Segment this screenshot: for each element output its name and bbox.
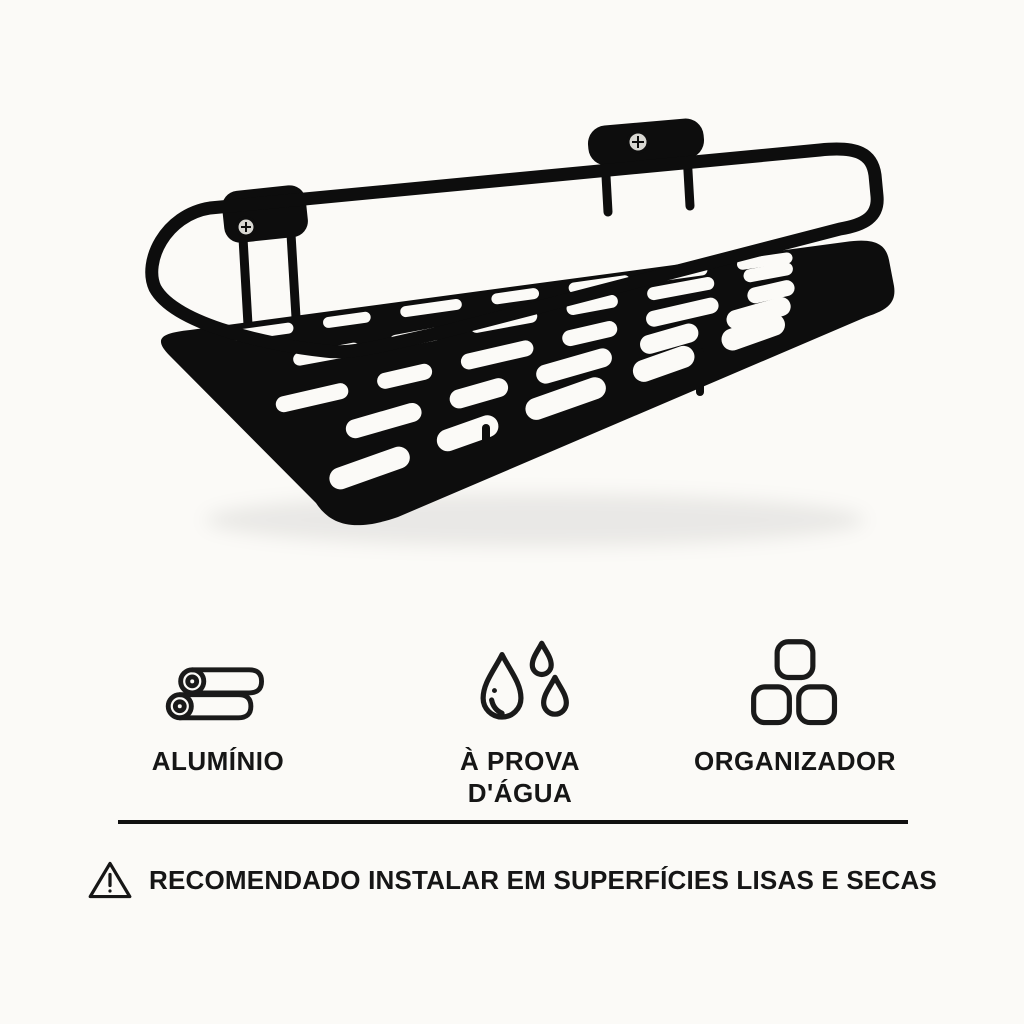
shelf-photo	[145, 118, 895, 546]
feature-organizer: ORGANIZADOR	[635, 632, 955, 778]
organizer-squares-icon	[748, 632, 842, 732]
rail-support-posts	[482, 348, 704, 474]
shelf-guard-rail	[145, 142, 884, 359]
shelf-shadow	[205, 494, 865, 546]
left-mount-bracket	[222, 185, 308, 243]
feature-label-aluminum: ALUMÍNIO	[151, 746, 285, 776]
warning-text: RECOMENDADO INSTALAR EM SUPERFÍCIES LISA…	[149, 864, 937, 895]
feature-label-organizer: ORGANIZADOR	[694, 746, 896, 776]
water-drops-icon	[468, 632, 572, 732]
feature-waterproof: À PROVA D'ÁGUA	[360, 632, 680, 809]
feature-label-waterproof: À PROVA D'ÁGUA	[459, 746, 581, 808]
installation-warning: RECOMENDADO INSTALAR EM SUPERFÍCIES LISA…	[0, 852, 1024, 908]
aluminum-rolls-icon	[157, 632, 279, 732]
right-mount-bracket	[587, 118, 705, 166]
warning-triangle-icon	[87, 858, 133, 902]
feature-aluminum: ALUMÍNIO	[58, 632, 378, 778]
feature-row: ALUMÍNIO À PROVA D'ÁGUA	[0, 632, 1024, 812]
divider-line	[118, 820, 908, 824]
